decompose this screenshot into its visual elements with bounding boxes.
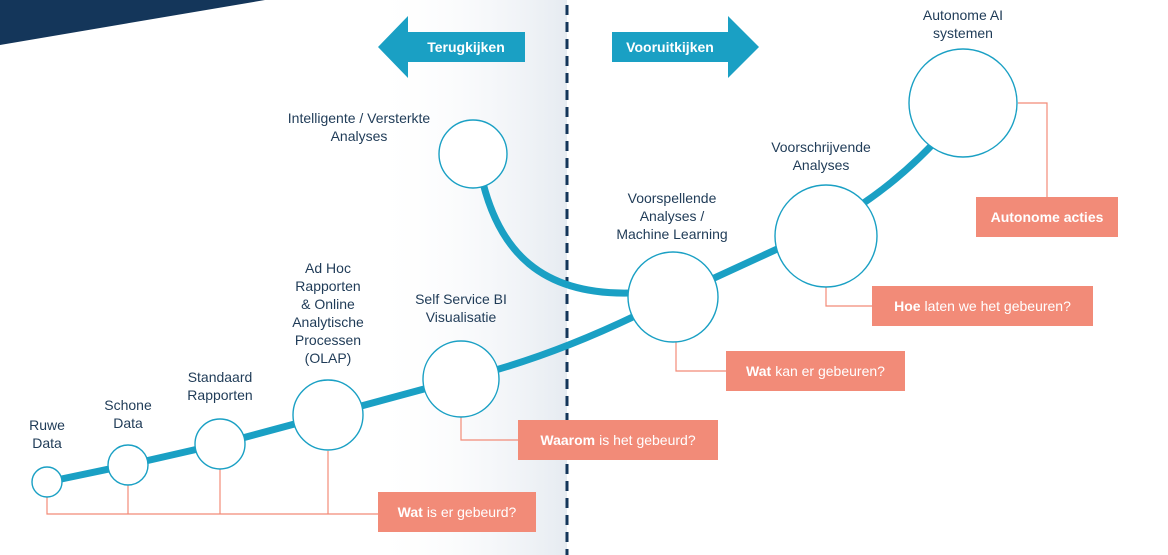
node-circle-intelligent [438, 119, 508, 189]
node-circle-schone [107, 444, 149, 486]
node-label-selfservice: Self Service BI Visualisatie [415, 291, 507, 325]
node-label-intelligent: Intelligente / Versterkte Analyses [287, 110, 431, 144]
question-text: is er gebeurd? [426, 504, 517, 520]
question-box-wat-gebeurd: Wat is er gebeurd? [378, 492, 536, 532]
node-circle-selfservice [422, 340, 500, 418]
question-bold: Waarom [540, 432, 596, 448]
node-circle-voorspellend [627, 251, 719, 343]
question-connectors [46, 102, 1048, 515]
question-box-hoe: Hoe laten we het gebeuren? [872, 286, 1093, 326]
question-text: laten we het gebeuren? [924, 298, 1071, 314]
node-label-voorschrijvend: Voorschrijvende Analyses [771, 139, 871, 173]
node-circle-autonoom [908, 48, 1018, 158]
arrow-back-label: Terugkijken [427, 39, 505, 55]
node-circle-standaard [194, 418, 246, 470]
node-label-schone: Schone Data [104, 397, 152, 431]
question-text: is het gebeurd? [599, 432, 696, 448]
question-box-wat-kan: Wat kan er gebeuren? [726, 351, 905, 391]
question-bold: Autonome acties [990, 209, 1104, 225]
node-circle-adhoc [292, 379, 364, 451]
question-bold: Wat [746, 363, 772, 379]
node-circle-ruwe [31, 466, 63, 498]
past-zone-shade [370, 0, 567, 555]
node-label-adhoc: Ad Hoc Rapporten & Online Analytische Pr… [292, 260, 364, 366]
corner-banner [0, 0, 265, 45]
node-label-voorspellend: Voorspellende Analyses / Machine Learnin… [616, 190, 728, 242]
arrow-back [378, 16, 525, 78]
intelligent-branch-curve [479, 179, 634, 297]
question-box-autonome-acties: Autonome acties [976, 197, 1118, 237]
arrow-forward [612, 16, 759, 78]
node-label-autonoom: Autonome AI systemen [922, 7, 1004, 41]
question-bold: Wat [397, 504, 423, 520]
node-circle-voorschrijvend [774, 184, 878, 288]
node-label-ruwe: Ruwe Data [29, 417, 65, 451]
question-bold: Hoe [894, 298, 921, 314]
node-label-standaard: Standaard Rapporten [187, 369, 253, 403]
question-text: kan er gebeuren? [775, 363, 885, 379]
question-box-waarom: Waarom is het gebeurd? [518, 420, 718, 460]
arrow-forward-label: Vooruitkijken [626, 39, 714, 55]
